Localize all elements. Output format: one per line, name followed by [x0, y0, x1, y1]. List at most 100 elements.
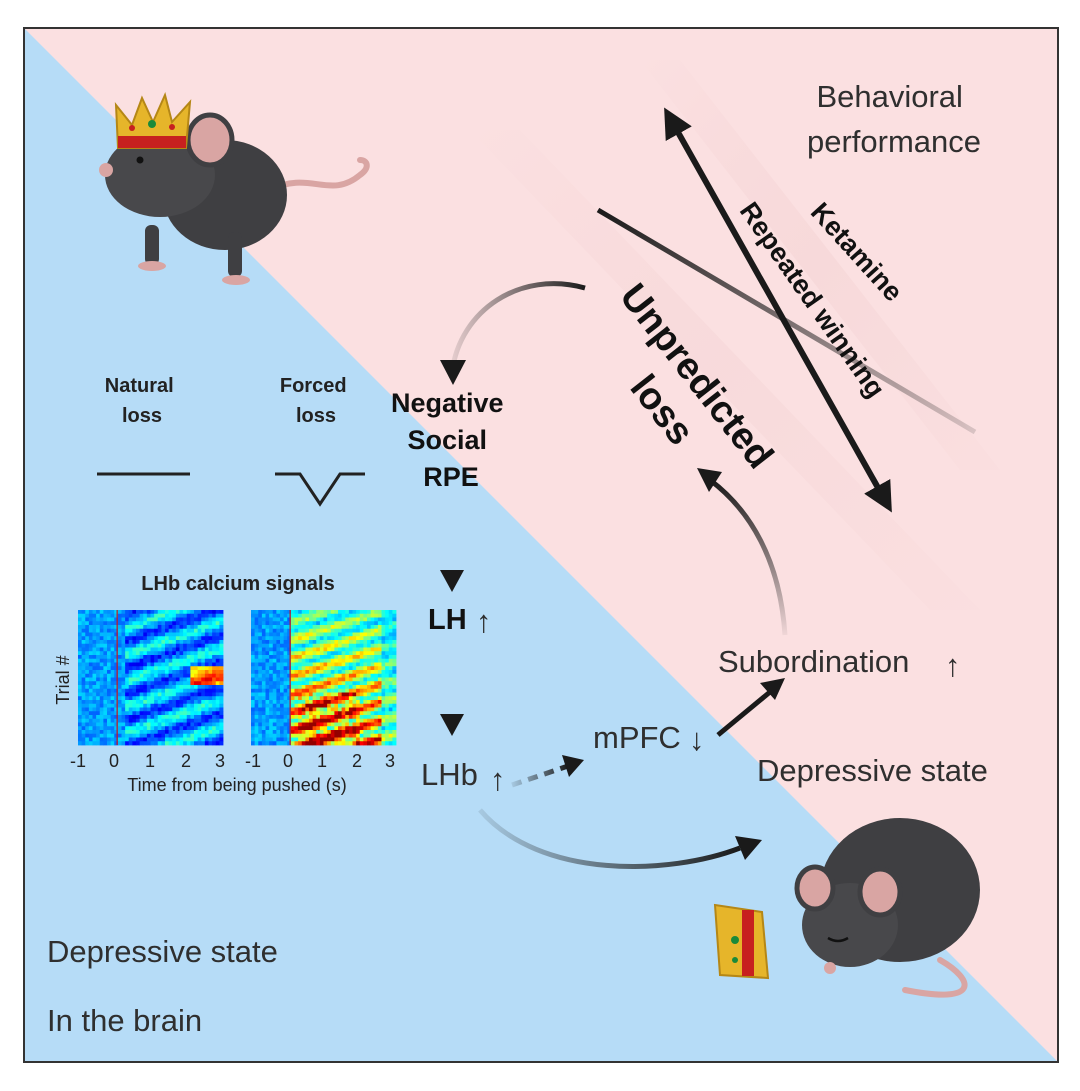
heatmap-cell	[121, 655, 126, 660]
heatmap-cell	[298, 613, 303, 618]
heatmap-cell	[276, 681, 281, 686]
heatmap-cell	[352, 655, 357, 660]
heatmap-cell	[348, 636, 353, 641]
heatmap-cell	[121, 658, 126, 663]
heatmap-cell	[99, 692, 104, 697]
heatmap-cell	[110, 688, 115, 693]
heatmap-cell	[305, 730, 310, 735]
heatmap-cell	[157, 741, 162, 746]
heatmap-cell	[85, 673, 90, 678]
heatmap-cell	[139, 733, 144, 738]
heatmap-cell	[212, 718, 217, 723]
heatmap-cell	[287, 666, 292, 671]
heatmap-cell	[179, 692, 184, 697]
heatmap-cell	[215, 636, 220, 641]
heatmap-cell	[99, 703, 104, 708]
heatmap-cell	[175, 610, 180, 615]
heatmap-cell	[327, 613, 332, 618]
heatmap-cell	[348, 658, 353, 663]
heatmap-cell	[92, 715, 97, 720]
heatmap-cell	[269, 670, 274, 675]
heatmap-cell	[312, 673, 317, 678]
heatmap-cell	[139, 647, 144, 652]
heatmap-cell	[392, 733, 397, 738]
heatmap-cell	[172, 677, 177, 682]
heatmap-cell	[356, 636, 361, 641]
heatmap-cell	[168, 703, 173, 708]
heatmap-cell	[110, 647, 115, 652]
heatmap-cell	[298, 737, 303, 742]
heatmap-cell	[359, 647, 364, 652]
heatmap-cell	[197, 733, 202, 738]
heatmap-cell	[254, 655, 259, 660]
heatmap-cell	[85, 718, 90, 723]
heatmap-cell	[183, 673, 188, 678]
heatmap-cell	[190, 692, 195, 697]
heatmap-cell	[81, 625, 86, 630]
heatmap-cell	[312, 643, 317, 648]
heatmap-cell	[312, 737, 317, 742]
heatmap-cell	[110, 617, 115, 622]
heatmap-cell	[103, 677, 108, 682]
heatmap-cell	[276, 670, 281, 675]
heatmap-cell	[96, 617, 101, 622]
heatmap-cell	[294, 733, 299, 738]
heatmap-cell	[139, 625, 144, 630]
heatmap-cell	[96, 722, 101, 727]
heatmap-cell	[157, 610, 162, 615]
heatmap-cell	[363, 643, 368, 648]
heatmap-cell	[96, 640, 101, 645]
heatmap-cell	[107, 643, 112, 648]
heatmap-cell	[117, 711, 122, 716]
heatmap-cell	[88, 688, 93, 693]
heatmap-cell	[175, 681, 180, 686]
heatmap-cell	[194, 666, 199, 671]
heatmap-cell	[139, 610, 144, 615]
heatmap-cell	[356, 685, 361, 690]
heatmap-cell	[265, 718, 270, 723]
heatmap-cell	[319, 677, 324, 682]
heatmap-cell	[186, 711, 191, 716]
heatmap-cell	[251, 655, 256, 660]
heatmap-cell	[363, 688, 368, 693]
heatmap-cell	[132, 677, 137, 682]
heatmap-cell	[128, 707, 133, 712]
heatmap-cell	[183, 700, 188, 705]
heatmap-cell	[261, 741, 266, 746]
heatmap-cell	[309, 722, 314, 727]
heatmap-cell	[381, 681, 386, 686]
heatmap-cell	[208, 703, 213, 708]
heatmap-cell	[215, 741, 220, 746]
heatmap-cell	[352, 625, 357, 630]
heatmap-cell	[99, 730, 104, 735]
heatmap-cell	[81, 692, 86, 697]
heatmap-cell	[290, 658, 295, 663]
heatmap-cell	[345, 688, 350, 693]
heatmap-cell	[81, 737, 86, 742]
heatmap-cell	[367, 703, 372, 708]
heatmap-cell	[290, 666, 295, 671]
heatmap-cell	[143, 677, 148, 682]
heatmap-cell	[125, 625, 130, 630]
heatmap-cell	[377, 737, 382, 742]
heatmap-cell	[330, 707, 335, 712]
heatmap-cell	[208, 643, 213, 648]
heatmap-cell	[143, 737, 148, 742]
heatmap-cell	[107, 715, 112, 720]
heatmap-cell	[385, 685, 390, 690]
heatmap-cell	[157, 730, 162, 735]
heatmap-cell	[212, 662, 217, 667]
heatmap-cell	[132, 730, 137, 735]
heatmap-cell	[107, 707, 112, 712]
heatmap-cell	[290, 610, 295, 615]
heatmap-cell	[370, 632, 375, 637]
heatmap-cell	[265, 737, 270, 742]
heatmap-cell	[370, 658, 375, 663]
heatmap-cell	[103, 718, 108, 723]
heatmap-cell	[370, 737, 375, 742]
heatmap-cell	[219, 700, 224, 705]
heatmap-cell	[254, 613, 259, 618]
heatmap-cell	[146, 715, 151, 720]
heatmap-cell	[287, 707, 292, 712]
heatmap-cell	[341, 715, 346, 720]
